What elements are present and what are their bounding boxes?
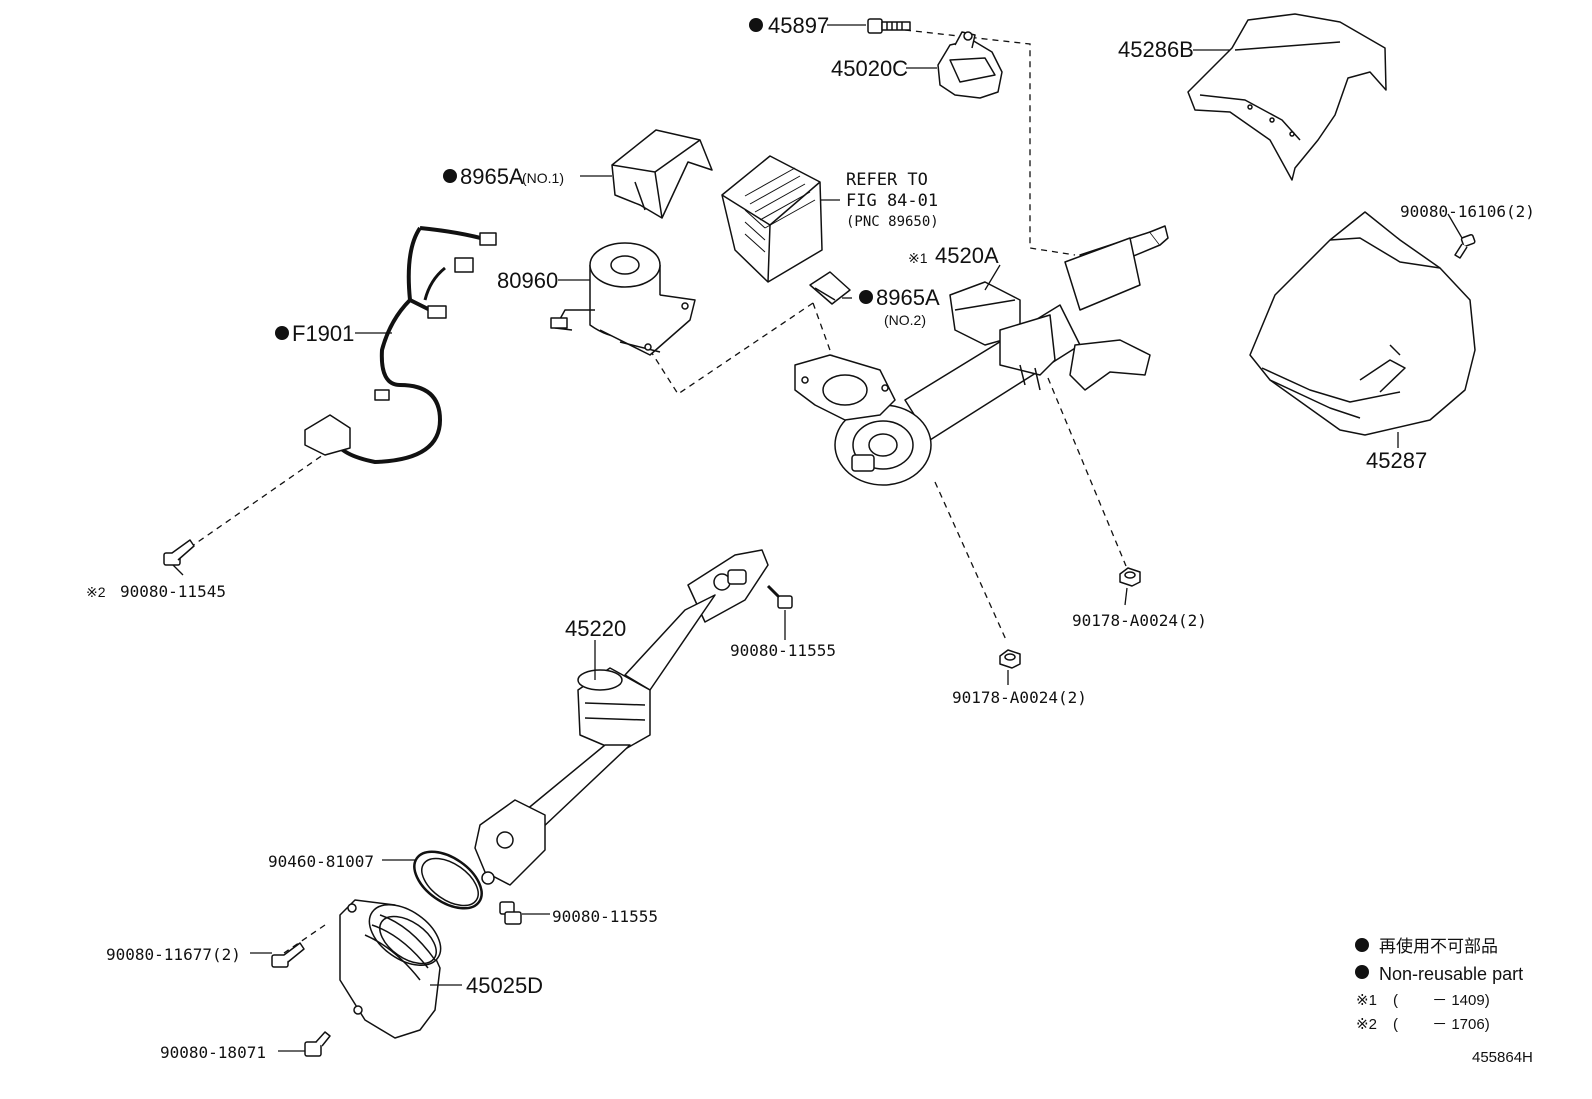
label-45025d: 45025D: [466, 973, 543, 998]
label-90080-16106: 90080-16106(2): [1400, 202, 1535, 221]
legend-en: Non-reusable part: [1379, 964, 1523, 984]
bolt-90080-18071-drawing: [304, 1031, 331, 1057]
label-90080-11545: 90080-11545: [120, 582, 226, 601]
cover-45287-drawing: [1249, 211, 1476, 436]
mark-4520a: ※1: [908, 250, 928, 266]
bullet-f1901: [275, 326, 289, 340]
column-4520a-drawing: [794, 225, 1169, 486]
refer-line-1: REFER TO: [846, 170, 928, 190]
bullet-dots: [275, 18, 1369, 979]
label-90178-left: 90178-A0024(2): [952, 688, 1087, 707]
label-8965a-no1: 8965A: [460, 164, 524, 189]
bolt-90080-11677-drawing: [271, 942, 305, 968]
label-8965a-no2: 8965A: [876, 285, 940, 310]
label-90178-right: 90178-A0024(2): [1072, 611, 1207, 630]
ecu-box-drawing: [721, 155, 823, 283]
label-90460-81007: 90460-81007: [268, 852, 374, 871]
bolt-45897-drawing: [867, 18, 911, 34]
refer-line-2: FIG 84-01: [846, 191, 938, 211]
screw-90080-16106-drawing: [1454, 234, 1476, 259]
part-drawings: [163, 13, 1476, 1057]
switch-45020c-drawing: [937, 31, 1003, 99]
clamp-90460-81007-drawing: [413, 850, 483, 910]
label-45287: 45287: [1366, 448, 1427, 473]
legend-note1-mark: ※1: [1356, 992, 1377, 1009]
label-80960: 80960: [497, 268, 558, 293]
label-4520a: 4520A: [935, 243, 999, 268]
label-45286b: 45286B: [1118, 37, 1194, 62]
legend-note2-text: ( － 1706): [1393, 1016, 1490, 1033]
solid-leaders: [172, 24, 1463, 1052]
legend-note1-text: ( － 1409): [1393, 992, 1490, 1009]
nut-90178-right-drawing: [1119, 567, 1141, 587]
shaft-45220-drawing: [474, 549, 769, 886]
harness-f1901-drawing: [304, 226, 497, 464]
label-45020c: 45020C: [831, 56, 908, 81]
bullet-8965a-no1: [443, 169, 457, 183]
legend: 再使用不可部品 Non-reusable part ※1 ( － 1409) ※…: [1356, 936, 1523, 1033]
label-90080-11555-upper: 90080-11555: [730, 641, 836, 660]
legend-jp: 再使用不可部品: [1379, 936, 1498, 956]
legend-bullet-jp: [1355, 938, 1369, 952]
label-f1901: F1901: [292, 321, 354, 346]
legend-bullet-en: [1355, 965, 1369, 979]
motor-80960-drawing: [550, 242, 696, 356]
mark-90080-11545: ※2: [86, 584, 106, 600]
bullet-8965a-no2: [859, 290, 873, 304]
bolt-90080-11555-upper-drawing: [766, 584, 793, 609]
label-45220: 45220: [565, 616, 626, 641]
label-90080-11677: 90080-11677(2): [106, 945, 241, 964]
bracket-8965a-no1-drawing: [611, 129, 713, 219]
nut-90178-left-drawing: [999, 649, 1021, 669]
bolt-90080-11545-drawing: [163, 539, 195, 566]
label-45897: 45897: [768, 13, 829, 38]
cover-45286b-drawing: [1187, 13, 1387, 181]
boot-45025d-drawing: [339, 899, 442, 1039]
label-8965a-no1-note: (NO.1): [522, 170, 564, 186]
label-8965a-no2-note: (NO.2): [884, 312, 926, 328]
clip-8965a-no2-drawing: [809, 271, 851, 305]
refer-line-3: (PNC 89650): [846, 214, 939, 230]
legend-note2-mark: ※2: [1356, 1016, 1377, 1033]
label-90080-11555-lower: 90080-11555: [552, 907, 658, 926]
figure-id: 455864H: [1472, 1049, 1533, 1066]
part-labels: 45897 45020C 45286B 8965A (NO.1) REFER T…: [86, 13, 1535, 1062]
label-90080-18071: 90080-18071: [160, 1043, 266, 1062]
bolt-90080-11555-lower-drawing: [499, 901, 522, 925]
bullet-45897: [749, 18, 763, 32]
